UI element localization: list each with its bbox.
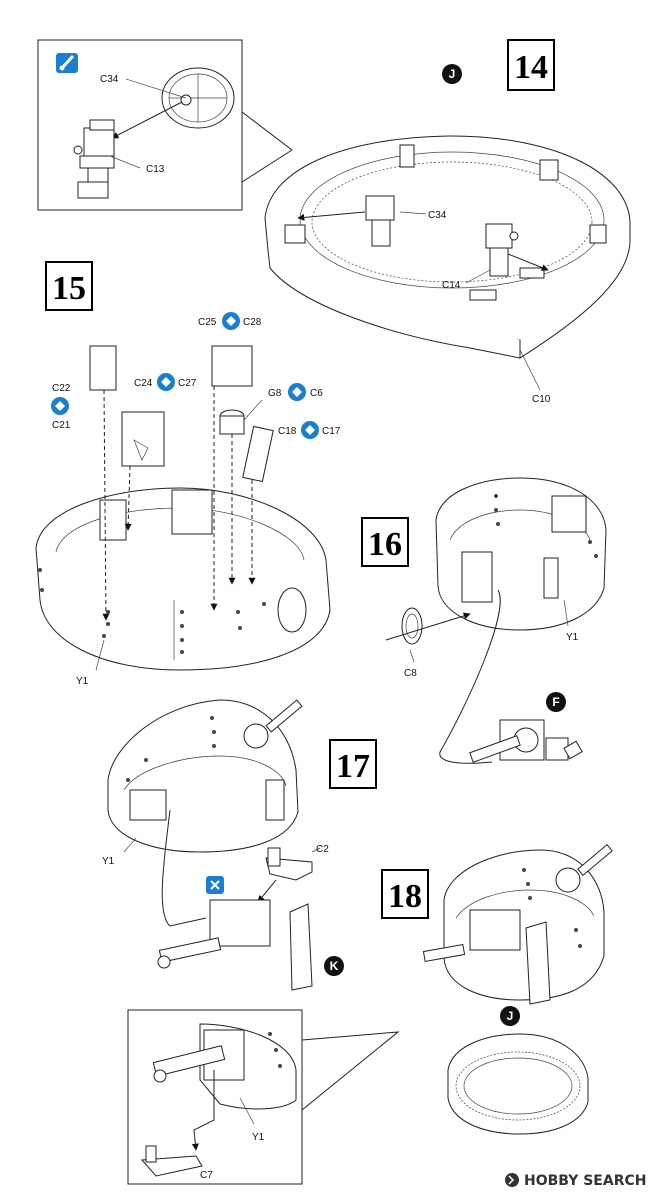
turret-ring-j — [447, 1033, 589, 1135]
part-c18 — [242, 425, 274, 483]
label-c17: C17 — [322, 426, 341, 437]
marker-k: K — [324, 956, 344, 976]
step-16-label: 16 — [368, 526, 402, 563]
turret-ring-c10 — [264, 135, 631, 359]
label-c25: C25 — [198, 317, 217, 328]
step-17-label: 17 — [336, 748, 370, 785]
watermark-logo-icon — [505, 1173, 519, 1187]
label-c21: C21 — [52, 420, 71, 431]
label-c18: C18 — [278, 426, 297, 437]
turret-shell-y1 — [35, 487, 331, 671]
label-c7: C7 — [200, 1170, 213, 1181]
label-g8: G8 — [268, 388, 282, 399]
step-18-number: 18 — [381, 869, 429, 919]
handwheel-part — [161, 67, 235, 129]
swap-part-icon — [157, 373, 175, 391]
step-14: C34 C13 14 J — [37, 39, 631, 405]
label-y1-inset: Y1 — [252, 1132, 265, 1143]
turret-shell-y1-step16 — [435, 477, 607, 631]
swap-part-icon — [222, 312, 240, 330]
vision-block-g8 — [219, 409, 245, 435]
step-18-label: 18 — [388, 878, 422, 915]
marker-j-bottom-letter: J — [507, 1009, 514, 1023]
step-17-detail-inset: Y1 C7 — [127, 1009, 400, 1185]
marker-j-bottom: J — [500, 1006, 520, 1026]
plate-c25 — [211, 345, 253, 387]
step-16: 16 C8 Y1 F — [361, 477, 607, 764]
label-c34-inset: C34 — [100, 74, 119, 85]
bracket-c24 — [121, 411, 165, 467]
swap-part-icon — [288, 383, 306, 401]
marker-f: F — [546, 692, 566, 712]
gearbox-part — [73, 119, 115, 199]
label-c6: C6 — [310, 388, 323, 399]
step-14-detail-inset: C34 C13 — [37, 39, 293, 211]
turret-shell-y1-step17 — [107, 699, 303, 853]
gearbox-c14 — [485, 223, 519, 277]
paint-brush-icon — [56, 53, 78, 73]
step-18: 18 J — [381, 844, 613, 1135]
step-14-number: 14 — [507, 39, 555, 91]
label-c14: C14 — [442, 280, 461, 291]
optional-parts-icon — [206, 876, 224, 894]
label-y1-step16: Y1 — [566, 632, 579, 643]
label-c10: C10 — [532, 394, 551, 405]
label-y1-step17: Y1 — [102, 856, 115, 867]
label-c22: C22 — [52, 383, 71, 394]
label-c34-main: C34 — [428, 210, 447, 221]
step-16-number: 16 — [361, 517, 409, 567]
marker-f-letter: F — [552, 695, 559, 709]
step-15: 15 C25 C28 C22 C21 C24 C27 G8 C6 C18 C17 — [35, 261, 341, 687]
swap-part-icon — [51, 397, 69, 415]
label-c8: C8 — [404, 668, 417, 679]
label-c13: C13 — [146, 164, 165, 175]
step-15-label: 15 — [52, 270, 86, 307]
gearbox-in-ring — [365, 195, 395, 247]
step-14-label: 14 — [514, 49, 548, 86]
step-15-number: 15 — [45, 261, 93, 311]
marker-k-letter: K — [330, 959, 339, 973]
label-c24: C24 — [134, 378, 153, 389]
step-17-number: 17 — [329, 739, 377, 789]
plate-c22 — [89, 345, 117, 391]
turret-assembled-step18 — [422, 844, 613, 1005]
label-c2: C2 — [316, 844, 329, 855]
label-c27: C27 — [178, 378, 197, 389]
label-c28: C28 — [243, 317, 262, 328]
handwheel-c8 — [401, 607, 423, 645]
bracket-c2 — [265, 847, 313, 881]
gun-mount-assembly-f — [469, 719, 583, 763]
watermark-text: HOBBY SEARCH — [524, 1173, 646, 1189]
gun-mount-assembly — [157, 899, 313, 991]
marker-j-top-letter: J — [449, 67, 456, 81]
label-y1-step15: Y1 — [76, 676, 89, 687]
marker-j-top: J — [442, 64, 462, 84]
swap-part-icon — [301, 421, 319, 439]
step-17: 17 Y1 C2 — [102, 699, 400, 1185]
watermark: HOBBY SEARCH — [505, 1173, 646, 1189]
